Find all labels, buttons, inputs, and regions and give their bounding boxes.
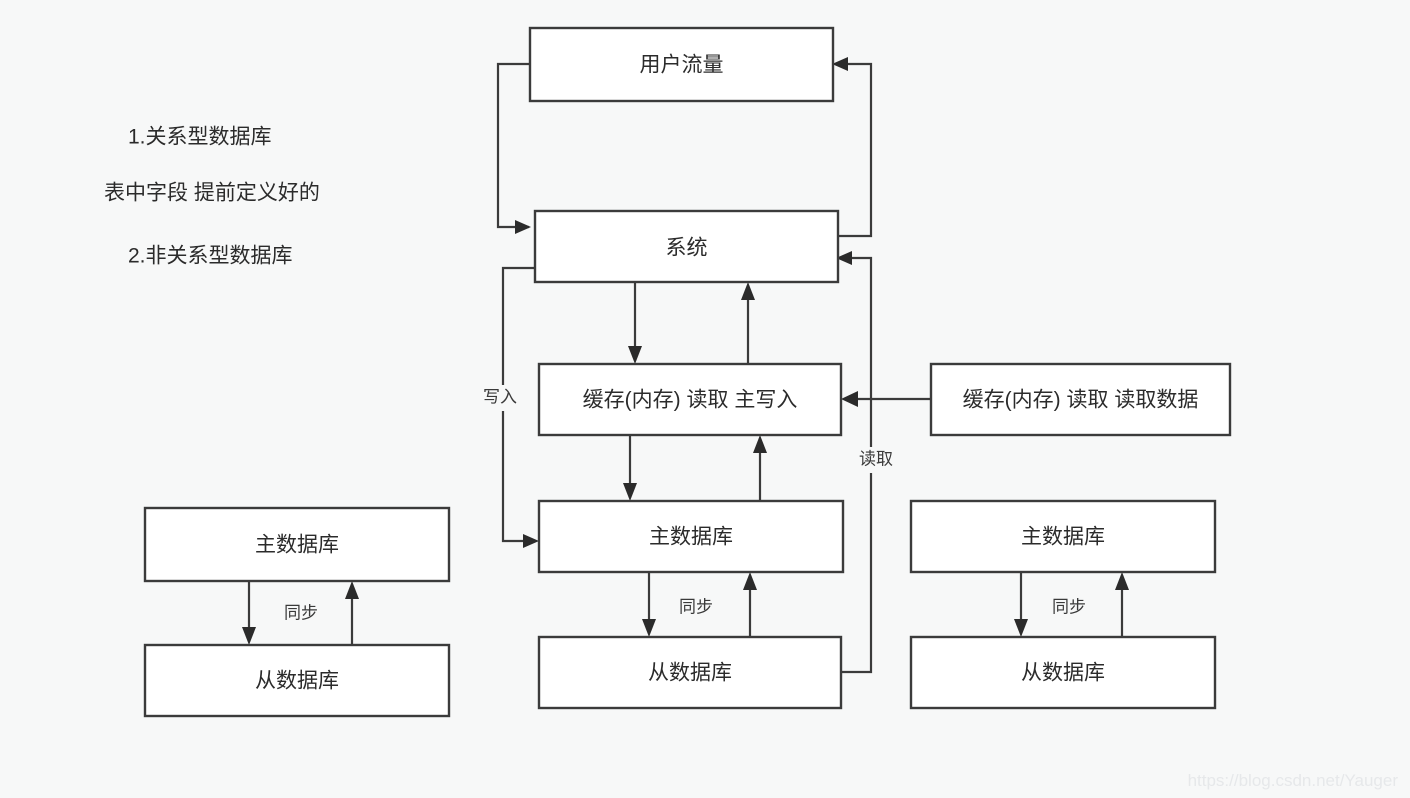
edge-label-read: 读取 xyxy=(853,447,899,473)
node-master-db-right-label: 主数据库 xyxy=(1021,526,1105,549)
edge-label-sync-left: 同步 xyxy=(272,600,330,626)
edge-label-sync-left-text: 同步 xyxy=(284,603,318,622)
edge-label-sync-right-text: 同步 xyxy=(1052,597,1086,616)
node-master-db-left-label: 主数据库 xyxy=(255,534,339,557)
edge-cache-to-system xyxy=(741,282,755,364)
edge-sync-right-up xyxy=(1115,572,1129,637)
edge-sync-left-up xyxy=(345,581,359,645)
node-user-traffic[interactable]: 用户流量 xyxy=(528,26,835,103)
node-master-db-center[interactable]: 主数据库 xyxy=(537,499,845,574)
edge-sync-right-down xyxy=(1014,572,1028,637)
edge-sync-center-up xyxy=(743,572,757,637)
node-slave-db-left-label: 从数据库 xyxy=(255,670,339,693)
edge-cache-right-to-cache-center xyxy=(841,391,931,407)
node-cache-center[interactable]: 缓存(内存) 读取 主写入 xyxy=(537,362,843,437)
node-master-db-left[interactable]: 主数据库 xyxy=(143,506,451,583)
node-slave-db-right-label: 从数据库 xyxy=(1021,662,1105,685)
edge-system-to-cache xyxy=(628,282,642,364)
edge-cache-to-master-center xyxy=(623,435,637,501)
edge-label-sync-right: 同步 xyxy=(1040,594,1098,620)
node-master-db-right[interactable]: 主数据库 xyxy=(909,499,1217,574)
node-slave-db-center[interactable]: 从数据库 xyxy=(537,635,843,710)
node-system[interactable]: 系统 xyxy=(533,209,840,284)
node-master-db-center-label: 主数据库 xyxy=(649,526,733,549)
node-slave-db-left[interactable]: 从数据库 xyxy=(143,643,451,718)
note-line-2: 表中字段 提前定义好的 xyxy=(104,182,320,205)
node-slave-db-right[interactable]: 从数据库 xyxy=(909,635,1217,710)
node-system-label: 系统 xyxy=(666,237,708,260)
edge-sync-center-down xyxy=(642,572,656,637)
edge-system-to-user xyxy=(832,57,873,238)
edge-label-read-text: 读取 xyxy=(859,449,893,468)
node-slave-db-center-label: 从数据库 xyxy=(648,662,732,685)
watermark-text: https://blog.csdn.net/Yauger xyxy=(1188,771,1399,790)
edge-user-to-system xyxy=(496,62,531,234)
edge-label-write: 写入 xyxy=(478,385,524,411)
note-line-1: 1.关系型数据库 xyxy=(128,126,272,149)
edge-label-write-text: 写入 xyxy=(483,387,517,406)
edge-master-center-to-cache xyxy=(753,435,767,501)
node-user-traffic-label: 用户流量 xyxy=(640,54,724,77)
note-line-3: 2.非关系型数据库 xyxy=(128,245,293,268)
edge-label-sync-center: 同步 xyxy=(667,594,725,620)
node-cache-right-label: 缓存(内存) 读取 读取数据 xyxy=(963,389,1199,412)
edge-label-sync-center-text: 同步 xyxy=(679,597,713,616)
node-cache-center-label: 缓存(内存) 读取 主写入 xyxy=(583,389,798,412)
node-cache-right[interactable]: 缓存(内存) 读取 读取数据 xyxy=(929,362,1232,437)
edge-sync-left-down xyxy=(242,581,256,645)
